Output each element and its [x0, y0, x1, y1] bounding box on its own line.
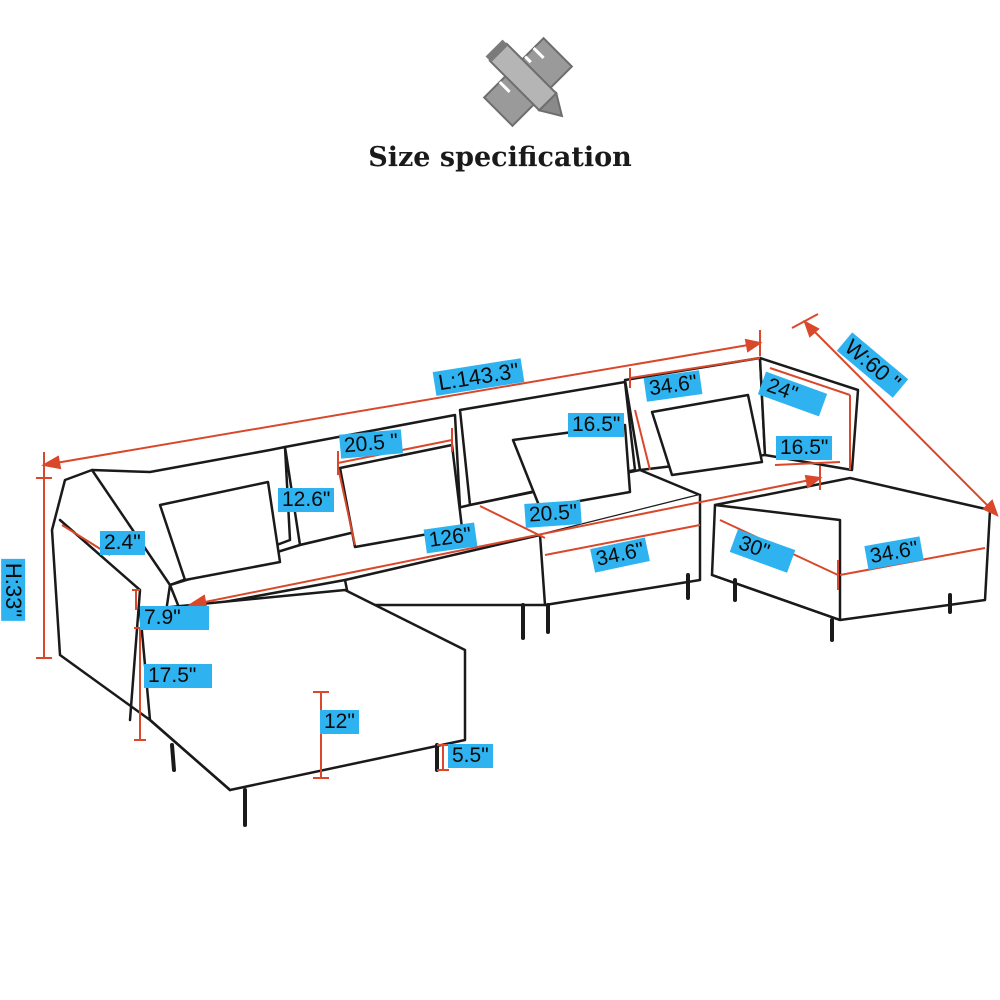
seat-width-label: 20.5": [524, 500, 583, 528]
seat-height-label: 17.5": [144, 664, 213, 688]
pillows: [158, 393, 764, 582]
seat-back-offset-label: 7.9": [140, 606, 209, 630]
pillow-right: [650, 393, 764, 477]
pillow-left: [158, 480, 282, 582]
arm-width-label: 2.4": [100, 531, 145, 555]
ruler-pencil-icon: [482, 36, 574, 128]
leg-height-label: 5.5": [448, 744, 493, 768]
height-label: H:33": [1, 558, 26, 622]
right-pillow-height-label: 16.5": [568, 413, 625, 437]
cushion-height-label: 12": [320, 710, 359, 734]
page-title: Size specification: [368, 142, 632, 173]
right-pillow-width-label: 16.5": [776, 436, 833, 460]
pillow-height-label: 12.6": [278, 488, 335, 512]
